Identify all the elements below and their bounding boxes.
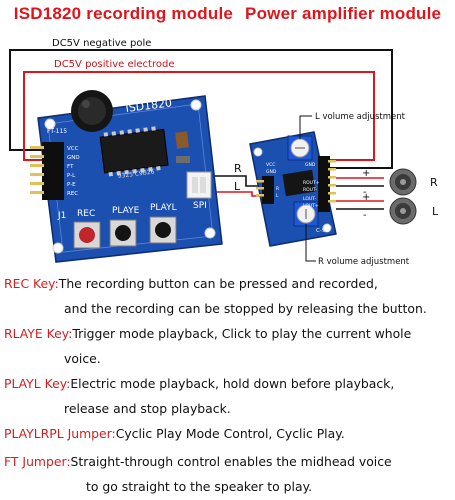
speaker-connector [186, 171, 212, 199]
label-playe: PLAYE [112, 206, 140, 216]
title-isd1820: ISD1820 recording module [13, 4, 234, 23]
speaker-r-minus: - [363, 187, 367, 198]
amp-pin-label: ROUT- [303, 187, 317, 193]
amp-pin-label: R [276, 186, 279, 192]
mount-hole [44, 118, 56, 130]
note-text: voice. [64, 351, 101, 366]
note-key: PLAYL Key: [4, 376, 71, 391]
label-rec: REC [77, 209, 95, 219]
playl-button [149, 216, 177, 244]
note-key: RLAYE Key: [4, 326, 73, 341]
speaker-r-label: R [430, 176, 438, 189]
microphone [71, 90, 113, 132]
mount-hole [253, 147, 263, 157]
note-text: release and stop playback. [64, 401, 231, 416]
resistor [176, 156, 190, 163]
mount-hole [190, 99, 202, 111]
speaker-r-plus: + [362, 168, 370, 179]
label-spi: SPI [193, 201, 207, 211]
rec-button [73, 221, 101, 249]
signal-label-r: R [234, 162, 242, 175]
label-j1: J1 [57, 211, 66, 221]
amp-ic-chip [282, 169, 316, 197]
page-title: ISD1820 recording module Power amplifier … [0, 4, 455, 24]
amp-pin-label: LOUT- [303, 196, 317, 202]
r-volume-knob [293, 201, 319, 227]
mount-hole [322, 223, 332, 233]
amp-pin-label: GND [305, 162, 316, 168]
note-line: REC Key:The recording button can be pres… [4, 276, 378, 291]
note-text: Cyclic Play Mode Control, Cyclic Play. [115, 426, 345, 441]
note-text: and the recording can be stopped by rele… [64, 301, 427, 316]
amp-pin-label: VCC [266, 162, 275, 168]
isd-pin-label: VCC [67, 146, 79, 152]
note-text: Straight-through control enables the mid… [70, 454, 392, 469]
capacitor [175, 131, 189, 149]
note-text: Electric mode playback, hold down before… [70, 376, 395, 391]
isd-chip-label: ISD1820 [125, 96, 173, 115]
amp-input-header [256, 176, 274, 204]
positive-wire-label: DC5V positive electrode [54, 59, 174, 70]
l-volume-label: L volume adjustment [315, 112, 406, 122]
playe-button [109, 219, 137, 247]
isd-pin-labels: VCC GND FT P-L P-E REC [67, 146, 80, 197]
isd-ic-chip [99, 126, 169, 177]
note-line: FT Jumper:Straight-through control enabl… [4, 454, 392, 469]
speaker-l-minus: - [363, 210, 367, 221]
amp-pin-label: LOUT+ [303, 203, 319, 209]
amp-left-pin-labels: VCC GND R L [266, 162, 279, 199]
mount-hole [204, 227, 216, 239]
amp-right-pin-labels: GND ROUT+ ROUT- LOUT- LOUT+ [303, 162, 320, 209]
note-text: The recording button can be pressed and … [58, 276, 378, 291]
amp-pin-label: GND [266, 169, 277, 175]
label-playl: PLAYL [150, 203, 177, 213]
isd-chip-text: 9325 C9B26 [117, 169, 155, 180]
l-volume-knob [287, 135, 313, 161]
speaker-r [389, 168, 417, 196]
note-line: PLAYL Key:Electric mode playback, hold d… [4, 376, 394, 391]
speaker-l-wires [336, 200, 384, 210]
note-key: FT Jumper: [4, 454, 71, 469]
isd-header-pins [30, 142, 64, 200]
amp-pin-label: ROUT+ [303, 180, 320, 186]
isd-pin-label: P-L [67, 173, 76, 179]
amp-pin-label: L [276, 193, 279, 199]
speaker-l [389, 197, 417, 225]
note-key: PLAYLRPL Jumper: [4, 426, 116, 441]
note-line: PLAYLRPL Jumper:Cyclic Play Mode Control… [4, 426, 345, 441]
amplifier-board: VCC GND R L GND ROUT+ ROUT- LOUT- LOUT+ … [249, 131, 337, 247]
isd-pin-label: FT [67, 164, 74, 170]
amp-output-header [318, 156, 336, 212]
negative-wire-label: DC5V negative pole [52, 38, 151, 49]
isd-button-labels: J1 REC PLAYE PLAYL SPI [57, 201, 207, 221]
note-text: to go straight to the speaker to play. [86, 479, 313, 494]
speaker-r-wires [336, 177, 384, 187]
r-volume-label: R volume adjustment [318, 257, 410, 267]
isd-pin-label: GND [67, 155, 80, 161]
signal-wire-r [212, 175, 262, 187]
positive-wire [23, 71, 375, 161]
note-line: RLAYE Key:Trigger mode playback, Click t… [4, 326, 411, 341]
isd1820-board: ISD1820 FT-115 9325 C9B26 [30, 90, 223, 263]
note-text: Trigger mode playback, Click to play the… [72, 326, 412, 341]
negative-wire [9, 49, 393, 169]
title-amplifier: Power amplifier module [245, 4, 442, 23]
speaker-l-label: L [432, 205, 439, 218]
amp-bottom-text: C-98 [316, 228, 329, 234]
speaker-l-plus: + [362, 192, 370, 203]
isd-pin-label: P-E [67, 182, 76, 188]
speaker-polarity: + - + - [362, 168, 370, 221]
mount-hole [52, 242, 64, 254]
l-volume-callout [299, 115, 312, 139]
signal-label-l: L [234, 180, 241, 193]
isd-side-label: FT-115 [47, 128, 67, 135]
r-volume-callout [305, 224, 316, 262]
isd-pin-label: REC [67, 191, 78, 197]
wiring-diagram: DC5V negative pole DC5V positive electro… [9, 38, 439, 267]
note-key: REC Key: [4, 276, 59, 291]
